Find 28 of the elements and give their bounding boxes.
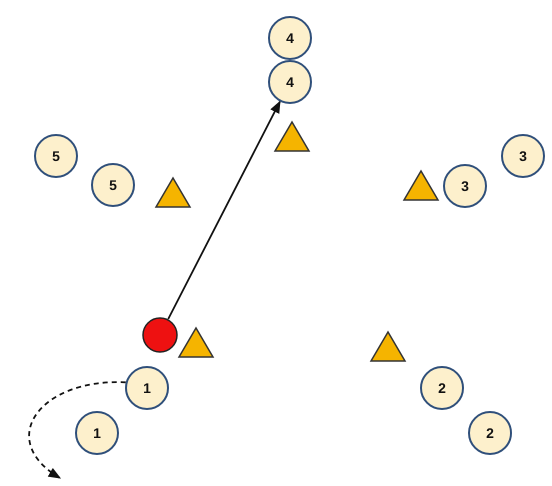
player-number: 1 bbox=[93, 425, 101, 441]
ball bbox=[142, 317, 178, 353]
player-number: 4 bbox=[286, 74, 294, 90]
player-number: 2 bbox=[486, 425, 494, 441]
player-circle bbox=[34, 134, 78, 178]
cone-triangle bbox=[179, 326, 213, 360]
cone-triangle bbox=[371, 330, 405, 364]
player-number: 5 bbox=[109, 177, 117, 193]
player-number: 2 bbox=[438, 380, 446, 396]
player-number: 1 bbox=[143, 380, 151, 396]
player-number: 5 bbox=[52, 148, 60, 164]
player-circle bbox=[75, 411, 119, 455]
arrow bbox=[167, 100, 281, 320]
dashed-arrow bbox=[28, 381, 126, 479]
player-circle bbox=[268, 16, 312, 60]
player-circle bbox=[443, 164, 487, 208]
player-number: 3 bbox=[519, 148, 527, 164]
cone-triangle bbox=[404, 169, 438, 203]
player-circle bbox=[420, 366, 464, 410]
player-circle bbox=[501, 134, 545, 178]
player-circle bbox=[268, 60, 312, 104]
player-number: 3 bbox=[461, 178, 469, 194]
cone-triangle bbox=[275, 120, 309, 154]
player-circle bbox=[468, 411, 512, 455]
player-circle bbox=[91, 163, 135, 207]
player-number: 4 bbox=[286, 30, 294, 46]
cone-triangle bbox=[156, 176, 190, 210]
player-circle bbox=[125, 366, 169, 410]
